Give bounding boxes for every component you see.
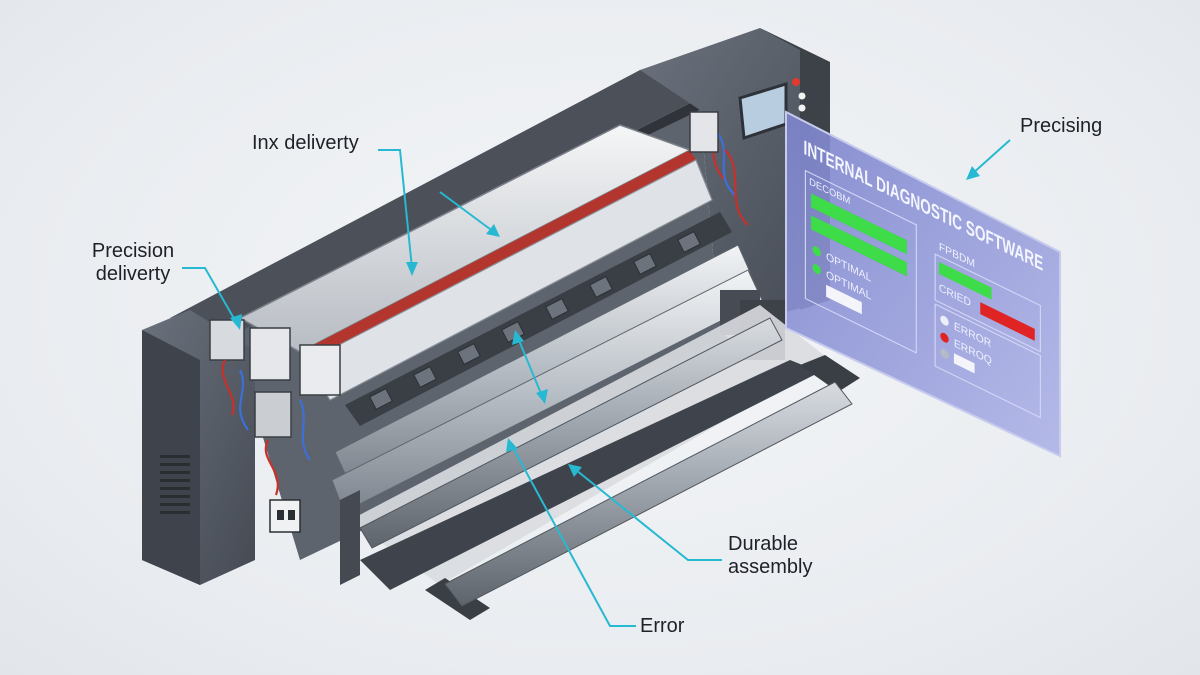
precision-delivery-label: Precision deliverty bbox=[78, 240, 188, 286]
right-bar-green bbox=[938, 261, 992, 300]
ink-delivery-line-2 bbox=[439, 191, 495, 233]
control-button-red bbox=[792, 78, 800, 86]
precision-delivery-label-line1: Precision bbox=[91, 240, 175, 262]
output-frame bbox=[340, 317, 860, 620]
ink-delivery-line bbox=[378, 149, 413, 269]
durable-line bbox=[575, 469, 722, 561]
precising-label: Precising bbox=[1020, 115, 1103, 137]
left-mechanism bbox=[209, 319, 341, 533]
status-dot-ok-1 bbox=[812, 246, 821, 257]
control-button-white bbox=[798, 92, 806, 100]
ink-delivery-arrow bbox=[406, 262, 418, 276]
precision-delivery-line bbox=[182, 267, 237, 323]
ink-delivery-arrow-2 bbox=[486, 224, 500, 237]
status-dot-grey bbox=[940, 348, 949, 359]
top-frame bbox=[170, 70, 700, 335]
front-bar bbox=[444, 381, 853, 607]
status-dot-neutral bbox=[940, 315, 949, 326]
durable-assembly-label-line1: Durable bbox=[728, 533, 799, 555]
back-bar bbox=[359, 317, 783, 549]
right-section-frame-bottom bbox=[934, 303, 1041, 419]
durable-assembly-label-line2: assembly bbox=[728, 556, 813, 578]
callout-lines bbox=[182, 139, 1011, 627]
printer-machine bbox=[142, 28, 860, 620]
error-label: Error bbox=[640, 615, 685, 637]
vent-grille bbox=[160, 455, 190, 514]
main-roller-upper bbox=[334, 244, 751, 481]
control-button-white-2 bbox=[798, 104, 806, 112]
error-arrow bbox=[506, 438, 518, 452]
right-section-frame-top bbox=[934, 253, 1041, 353]
precision-delivery-label-line2: deliverty bbox=[95, 263, 171, 285]
left-section-frame bbox=[804, 169, 917, 354]
status-dot-ok-2 bbox=[812, 264, 821, 275]
carriage-rail-red-strip bbox=[300, 150, 696, 362]
right-input-box bbox=[953, 353, 975, 374]
precision-delivery-arrow bbox=[230, 314, 242, 330]
left-input-box bbox=[826, 284, 862, 315]
left-bar-2 bbox=[811, 215, 907, 277]
ink-delivery-label: Inx deliverty bbox=[252, 132, 359, 154]
durable-arrow bbox=[568, 464, 582, 477]
left-bar-1 bbox=[811, 193, 907, 255]
precising-arrow bbox=[966, 166, 980, 180]
durable-assembly-label: Durable assembly bbox=[728, 533, 812, 579]
panel-glass bbox=[785, 110, 1061, 458]
precising-line bbox=[971, 139, 1011, 175]
status-dot-error bbox=[940, 332, 949, 343]
gap-arrow-line bbox=[517, 337, 543, 397]
gap-arrow-top bbox=[512, 330, 524, 345]
gap-arrow-bottom bbox=[536, 389, 548, 404]
right-bar-red bbox=[980, 302, 1035, 341]
error-line bbox=[511, 445, 636, 627]
print-heads bbox=[369, 231, 701, 410]
